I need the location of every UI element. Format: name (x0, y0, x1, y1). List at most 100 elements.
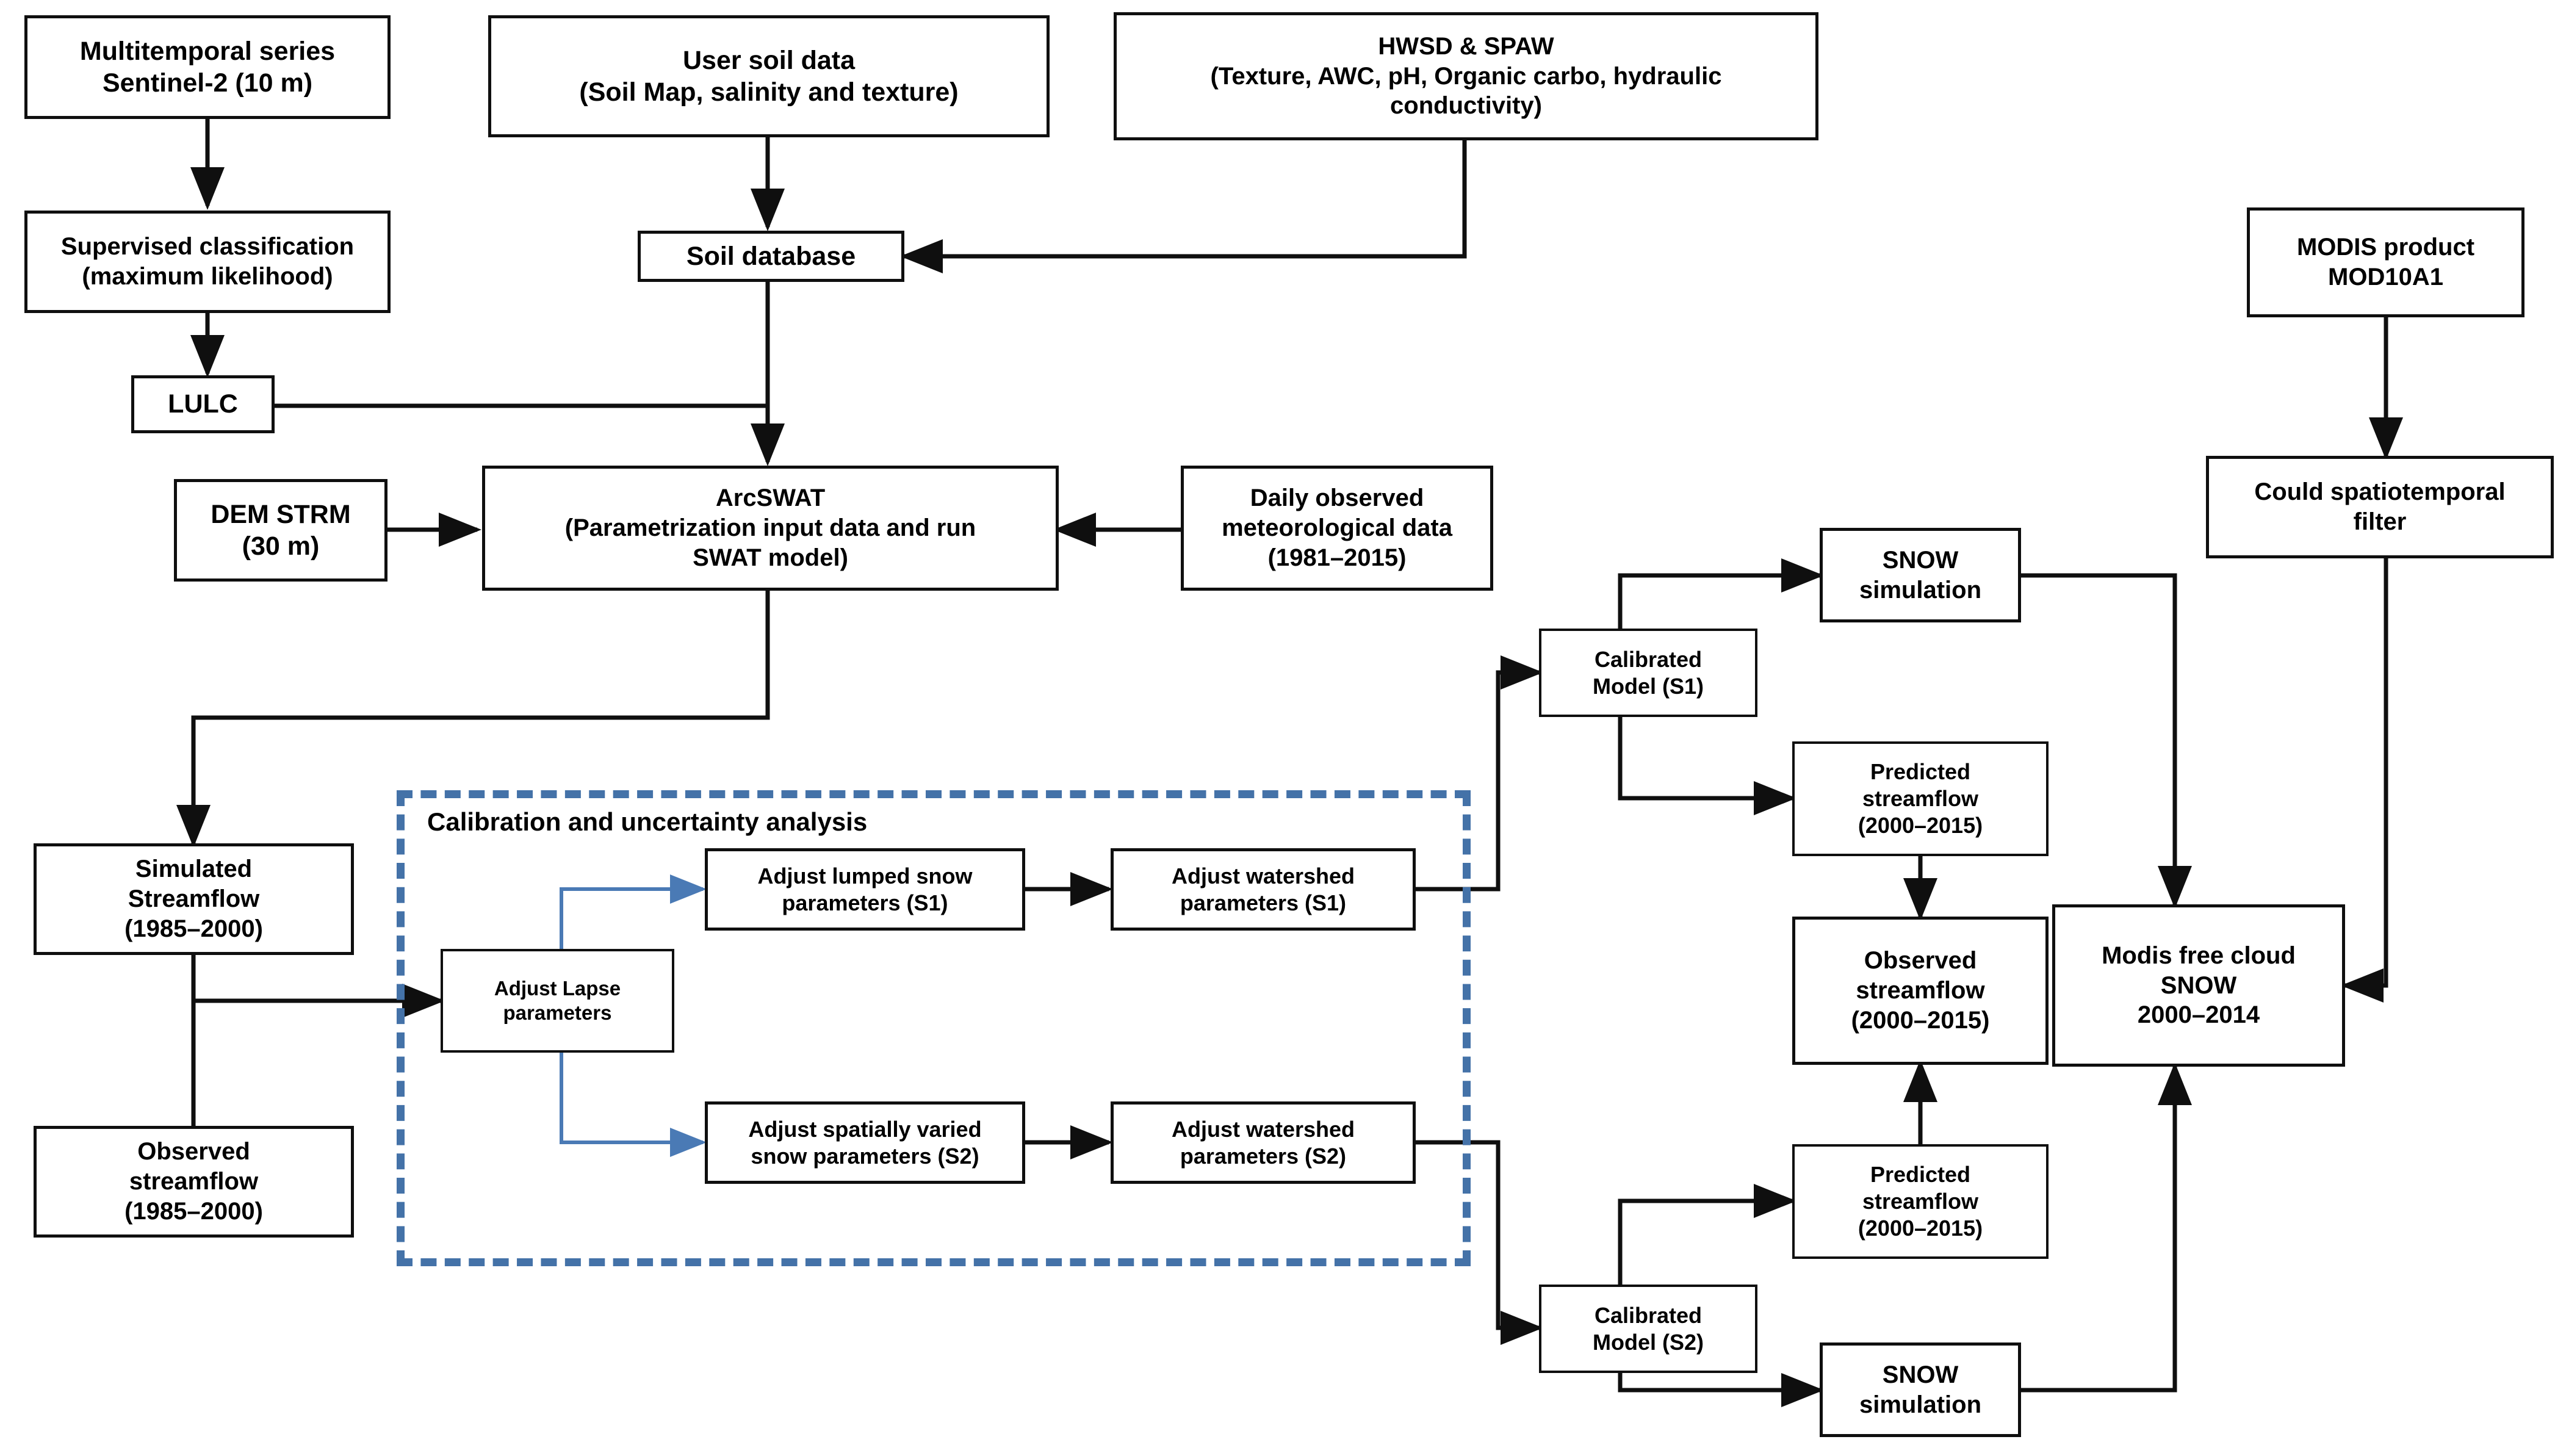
edge-calibrated-s2-to-predicted-bottom (1618, 1184, 1796, 1285)
node-predicted-streamflow-bottom[interactable]: Predicted streamflow (2000–2015) (1792, 1144, 2049, 1259)
node-text-line: Adjust lumped snow (757, 863, 973, 888)
node-text-line: simulation (1859, 576, 1982, 604)
node-calibrated-model-s1[interactable]: Calibrated Model (S1) (1539, 629, 1757, 717)
edge-hwsd-to-soildb (900, 140, 1467, 273)
node-hwsd-spaw[interactable]: HWSD & SPAW (Texture, AWC, pH, Organic c… (1114, 12, 1818, 140)
node-text-line: Observed (137, 1138, 250, 1166)
node-text-line: 2000–2014 (2137, 1001, 2260, 1029)
edge-filter-to-modis-free (2341, 558, 2388, 1003)
node-adjust-lapse-parameters[interactable]: Adjust Lapse parameters (441, 949, 674, 1053)
node-text-line: (maximum likelihood) (82, 263, 333, 290)
node-text-line: streamflow (129, 1168, 259, 1195)
node-text-line: parameters (S1) (1180, 890, 1347, 915)
edge-lapse-to-lumped-s1 (560, 874, 707, 949)
node-predicted-streamflow-top[interactable]: Predicted streamflow (2000–2015) (1792, 741, 2049, 856)
node-text-line: Model (S1) (1592, 673, 1704, 699)
node-text-line: LULC (168, 389, 238, 419)
edge-lapse-to-spatial-s2 (560, 1053, 707, 1157)
node-text-line: MOD10A1 (2328, 264, 2443, 290)
node-text-line: Multitemporal series (79, 36, 336, 66)
node-text-line: (2000–2015) (1858, 812, 1983, 838)
node-text-line: (1985–2000) (124, 1197, 263, 1225)
calibration-group-label: Calibration and uncertainty analysis (427, 807, 868, 836)
node-observed-streamflow-1985[interactable]: Observed streamflow (1985–2000) (34, 1126, 354, 1238)
node-snow-simulation-top[interactable]: SNOW simulation (1820, 528, 2021, 622)
node-text-line: Daily observed (1250, 485, 1424, 512)
node-modis-free-cloud-snow[interactable]: Modis free cloud SNOW 2000–2014 (2052, 904, 2345, 1067)
node-text-line: Model (S2) (1592, 1329, 1704, 1355)
node-text-line: conductivity) (1390, 92, 1542, 120)
node-adjust-spatially-varied-snow-parameters-s2[interactable]: Adjust spatially varied snow parameters … (705, 1101, 1025, 1184)
node-simulated-streamflow[interactable]: Simulated Streamflow (1985–2000) (34, 843, 354, 955)
node-text-line: (1981–2015) (1267, 544, 1407, 571)
edge-watershed-s2-to-calibrated-s2 (1416, 1140, 1543, 1345)
edge-snow-bottom-to-modis-free (2020, 1062, 2192, 1393)
node-text-line: Sentinel-2 (10 m) (102, 68, 313, 98)
node-text-line: Modis free cloud (2102, 942, 2296, 969)
node-text-line: ArcSWAT (715, 485, 826, 512)
node-text-line: SWAT model) (693, 544, 848, 571)
node-user-soil-data[interactable]: User soil data (Soil Map, salinity and t… (488, 15, 1050, 137)
edge-arcswat-to-simulated (176, 589, 770, 848)
node-text-line: meteorological data (1222, 514, 1452, 542)
node-text-line: (2000–2015) (1858, 1215, 1983, 1241)
node-adjust-watershed-parameters-s2[interactable]: Adjust watershed parameters (S2) (1111, 1101, 1416, 1184)
node-text-line: Simulated (135, 856, 253, 883)
node-text-line: Adjust watershed (1171, 863, 1355, 888)
node-text-line: streamflow (1856, 977, 1985, 1004)
node-text-line: (2000–2015) (1851, 1006, 1990, 1034)
node-could-spatiotemporal-filter[interactable]: Could spatiotemporal filter (2206, 456, 2554, 558)
node-text-line: Soil database (686, 241, 856, 271)
node-calibrated-model-s2[interactable]: Calibrated Model (S2) (1539, 1285, 1757, 1373)
node-adjust-lumped-snow-parameters-s1[interactable]: Adjust lumped snow parameters (S1) (705, 848, 1025, 931)
node-multitemporal-series[interactable]: Multitemporal series Sentinel-2 (10 m) (24, 15, 391, 119)
node-observed-streamflow-2000[interactable]: Observed streamflow (2000–2015) (1792, 917, 2049, 1065)
node-text-line: User soil data (683, 45, 855, 75)
node-text-line: parameters (S1) (782, 890, 948, 915)
edge-calibrated-s2-to-snow-bottom (1618, 1370, 1824, 1407)
node-text-line: (Parametrization input data and run (564, 514, 976, 542)
node-text-line: (Texture, AWC, pH, Organic carbo, hydrau… (1210, 62, 1722, 90)
node-text-line: HWSD & SPAW (1378, 32, 1554, 60)
edge-snow-top-to-modis-free (2020, 573, 2192, 909)
node-text-line: Predicted (1870, 759, 1971, 785)
node-text-line: Supervised classification (60, 233, 355, 261)
node-adjust-watershed-parameters-s1[interactable]: Adjust watershed parameters (S1) (1111, 848, 1416, 931)
node-dem-strm[interactable]: DEM STRM (30 m) (174, 479, 387, 582)
node-text-line: Observed (1864, 947, 1977, 975)
node-text-line: parameters (S2) (1180, 1143, 1347, 1169)
edge-watershed-s1-to-calibrated-s1 (1416, 655, 1543, 892)
node-text-line: Predicted (1870, 1162, 1971, 1188)
node-text-line: Streamflow (128, 885, 260, 913)
node-daily-observed-meteorological-data[interactable]: Daily observed meteorological data (1981… (1181, 466, 1493, 591)
node-text-line: snow parameters (S2) (751, 1143, 979, 1169)
node-modis-product[interactable]: MODIS product MOD10A1 (2247, 207, 2524, 317)
node-text-line: Adjust spatially varied (748, 1116, 982, 1142)
node-supervised-classification[interactable]: Supervised classification (maximum likel… (24, 211, 391, 313)
node-text-line: MODIS product (2296, 234, 2475, 261)
node-text-line: SNOW (1882, 1361, 1959, 1388)
node-text-line: streamflow (1862, 786, 1979, 812)
node-text-line: simulation (1859, 1391, 1982, 1418)
node-text-line: streamflow (1862, 1189, 1979, 1214)
node-text-line: Could spatiotemporal (2254, 478, 2506, 506)
node-text-line: DEM STRM (211, 499, 351, 529)
node-text-line: (Soil Map, salinity and texture) (579, 77, 959, 107)
node-lulc[interactable]: LULC (131, 375, 275, 433)
node-text-line: filter (2353, 508, 2407, 535)
node-text-line: Calibrated (1594, 646, 1703, 672)
node-text-line: SNOW (2160, 971, 2237, 999)
node-text-line: SNOW (1882, 546, 1959, 574)
node-text-line: Calibrated (1594, 1302, 1703, 1328)
node-text-line: (30 m) (242, 532, 320, 561)
calibration-group-box (397, 790, 1471, 1266)
node-text-line: Adjust watershed (1171, 1116, 1355, 1142)
edge-calibrated-s1-to-snow-top (1618, 558, 1824, 629)
node-arcswat[interactable]: ArcSWAT (Parametrization input data and … (482, 466, 1059, 591)
node-soil-database[interactable]: Soil database (638, 231, 904, 282)
edge-calibrated-s1-to-predicted-top (1618, 717, 1796, 815)
node-text-line: Adjust Lapse (494, 976, 621, 1000)
node-snow-simulation-bottom[interactable]: SNOW simulation (1820, 1342, 2021, 1437)
